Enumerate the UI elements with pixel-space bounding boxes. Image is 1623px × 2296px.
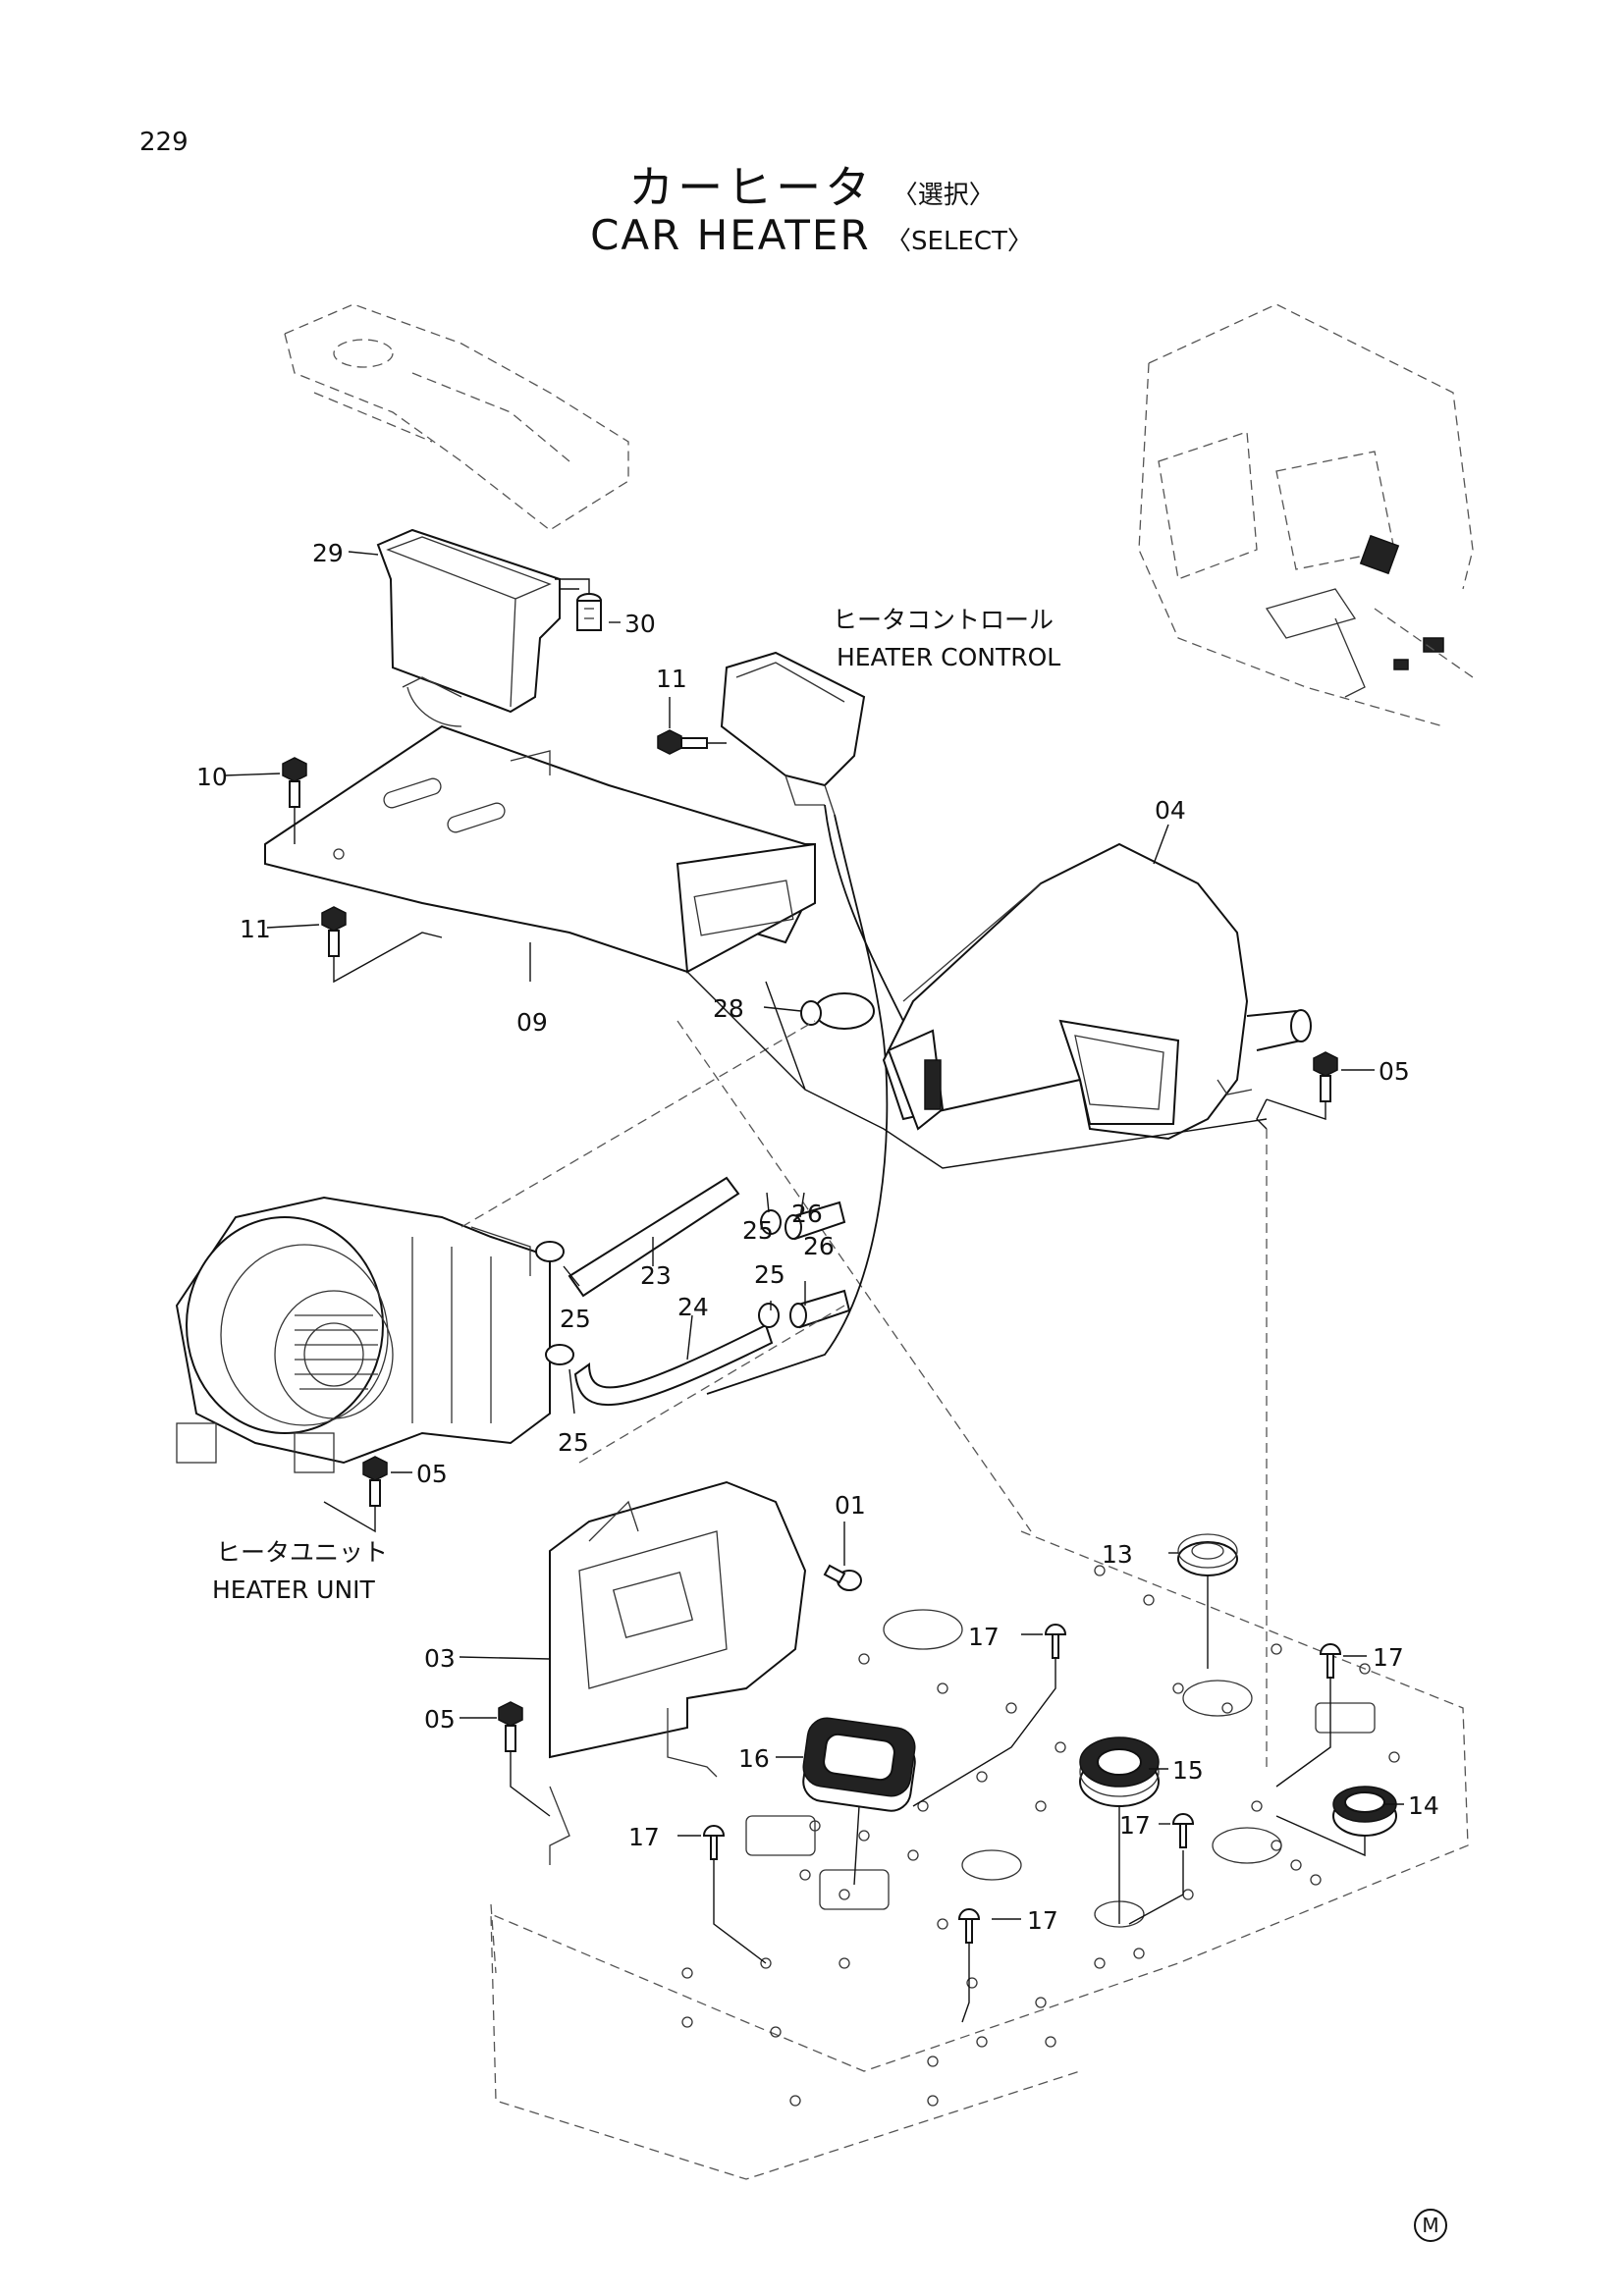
label-10: 10 bbox=[196, 763, 228, 791]
label-11-upper: 11 bbox=[656, 665, 687, 693]
part-24-hose bbox=[573, 1323, 774, 1407]
heater-unit-label-jp: ヒータユニット bbox=[216, 1538, 388, 1567]
label-01: 01 bbox=[835, 1491, 866, 1520]
label-05-mid: 05 bbox=[416, 1460, 448, 1488]
bolt-05-right bbox=[1313, 1051, 1338, 1102]
part-number-labels: 29 30 11 10 11 09 04 28 05 25 26 23 25 2… bbox=[196, 539, 1439, 1935]
annotations: ヒータコントロール HEATER CONTROL ヒータユニット HEATER … bbox=[212, 606, 1060, 1604]
title-en-select: 〈SELECT〉 bbox=[886, 227, 1033, 256]
part-23-hose bbox=[568, 1176, 740, 1298]
cab-outline bbox=[1138, 303, 1474, 727]
bolt-05-mid bbox=[362, 1456, 388, 1507]
label-25-c: 25 bbox=[754, 1260, 785, 1289]
label-24: 24 bbox=[677, 1293, 709, 1321]
bolt-10 bbox=[282, 757, 307, 808]
label-13: 13 bbox=[1102, 1540, 1133, 1569]
label-11-lower: 11 bbox=[240, 915, 271, 943]
page-number: 229 bbox=[139, 128, 189, 157]
label-26-a: 26 bbox=[791, 1200, 823, 1228]
label-28: 28 bbox=[713, 994, 744, 1023]
label-30: 30 bbox=[624, 610, 656, 638]
label-26-b: 26 bbox=[803, 1232, 835, 1260]
leader-lines bbox=[223, 551, 1404, 2023]
part-29-box bbox=[376, 528, 561, 714]
title-japanese: カーヒータ 〈選択〉 bbox=[0, 152, 1623, 217]
title-en-text: CAR HEATER bbox=[590, 211, 871, 259]
label-05-lower: 05 bbox=[424, 1705, 456, 1734]
part-28-clamp bbox=[800, 992, 875, 1030]
part-03-cover bbox=[549, 1480, 807, 1865]
part-30-bolt bbox=[576, 593, 602, 631]
title-jp-select: 〈選択〉 bbox=[892, 181, 995, 210]
label-29: 29 bbox=[312, 539, 344, 567]
label-17-b: 17 bbox=[1373, 1643, 1404, 1672]
seat-frame bbox=[284, 303, 629, 531]
label-17-d: 17 bbox=[1119, 1811, 1151, 1840]
part-15-grommet bbox=[1079, 1736, 1160, 1807]
bolt-05-lower bbox=[498, 1701, 523, 1752]
label-14: 14 bbox=[1408, 1791, 1439, 1820]
label-23: 23 bbox=[640, 1261, 672, 1290]
heater-control-label-jp: ヒータコントロール bbox=[833, 606, 1054, 634]
part-26-fittings bbox=[784, 1201, 851, 1329]
part-16-grommet bbox=[802, 1717, 916, 1812]
part-09-duct bbox=[264, 676, 816, 974]
label-25-a: 25 bbox=[742, 1216, 774, 1245]
title-english: CAR HEATER 〈SELECT〉 bbox=[0, 211, 1623, 259]
part-14-plug bbox=[1332, 1786, 1397, 1837]
label-05-right: 05 bbox=[1379, 1057, 1410, 1086]
part-13-grommet bbox=[1177, 1533, 1238, 1576]
heater-unit-label-en: HEATER UNIT bbox=[212, 1575, 376, 1604]
label-15: 15 bbox=[1172, 1756, 1204, 1785]
label-09: 09 bbox=[516, 1008, 548, 1037]
bolt-11-lower bbox=[321, 906, 347, 957]
heater-unit bbox=[175, 1196, 551, 1473]
label-04: 04 bbox=[1155, 796, 1186, 825]
label-16: 16 bbox=[738, 1744, 770, 1773]
screw-01 bbox=[823, 1564, 862, 1591]
label-17-e: 17 bbox=[1027, 1906, 1058, 1935]
bolt-11-upper bbox=[657, 729, 708, 755]
label-25-b: 25 bbox=[560, 1305, 591, 1333]
label-17-c: 17 bbox=[628, 1823, 660, 1851]
heater-control-box bbox=[706, 651, 904, 1395]
title-jp-text: カーヒータ bbox=[628, 161, 875, 214]
part-25-clamps bbox=[535, 1209, 782, 1365]
label-03: 03 bbox=[424, 1644, 456, 1673]
label-17-a: 17 bbox=[968, 1623, 1000, 1651]
part-04-duct bbox=[882, 842, 1312, 1141]
label-25-d: 25 bbox=[558, 1428, 589, 1457]
heater-control-label-en: HEATER CONTROL bbox=[837, 643, 1060, 671]
footer-circle-mark: M bbox=[1414, 2209, 1447, 2242]
part-17-clips bbox=[702, 1624, 1342, 1944]
